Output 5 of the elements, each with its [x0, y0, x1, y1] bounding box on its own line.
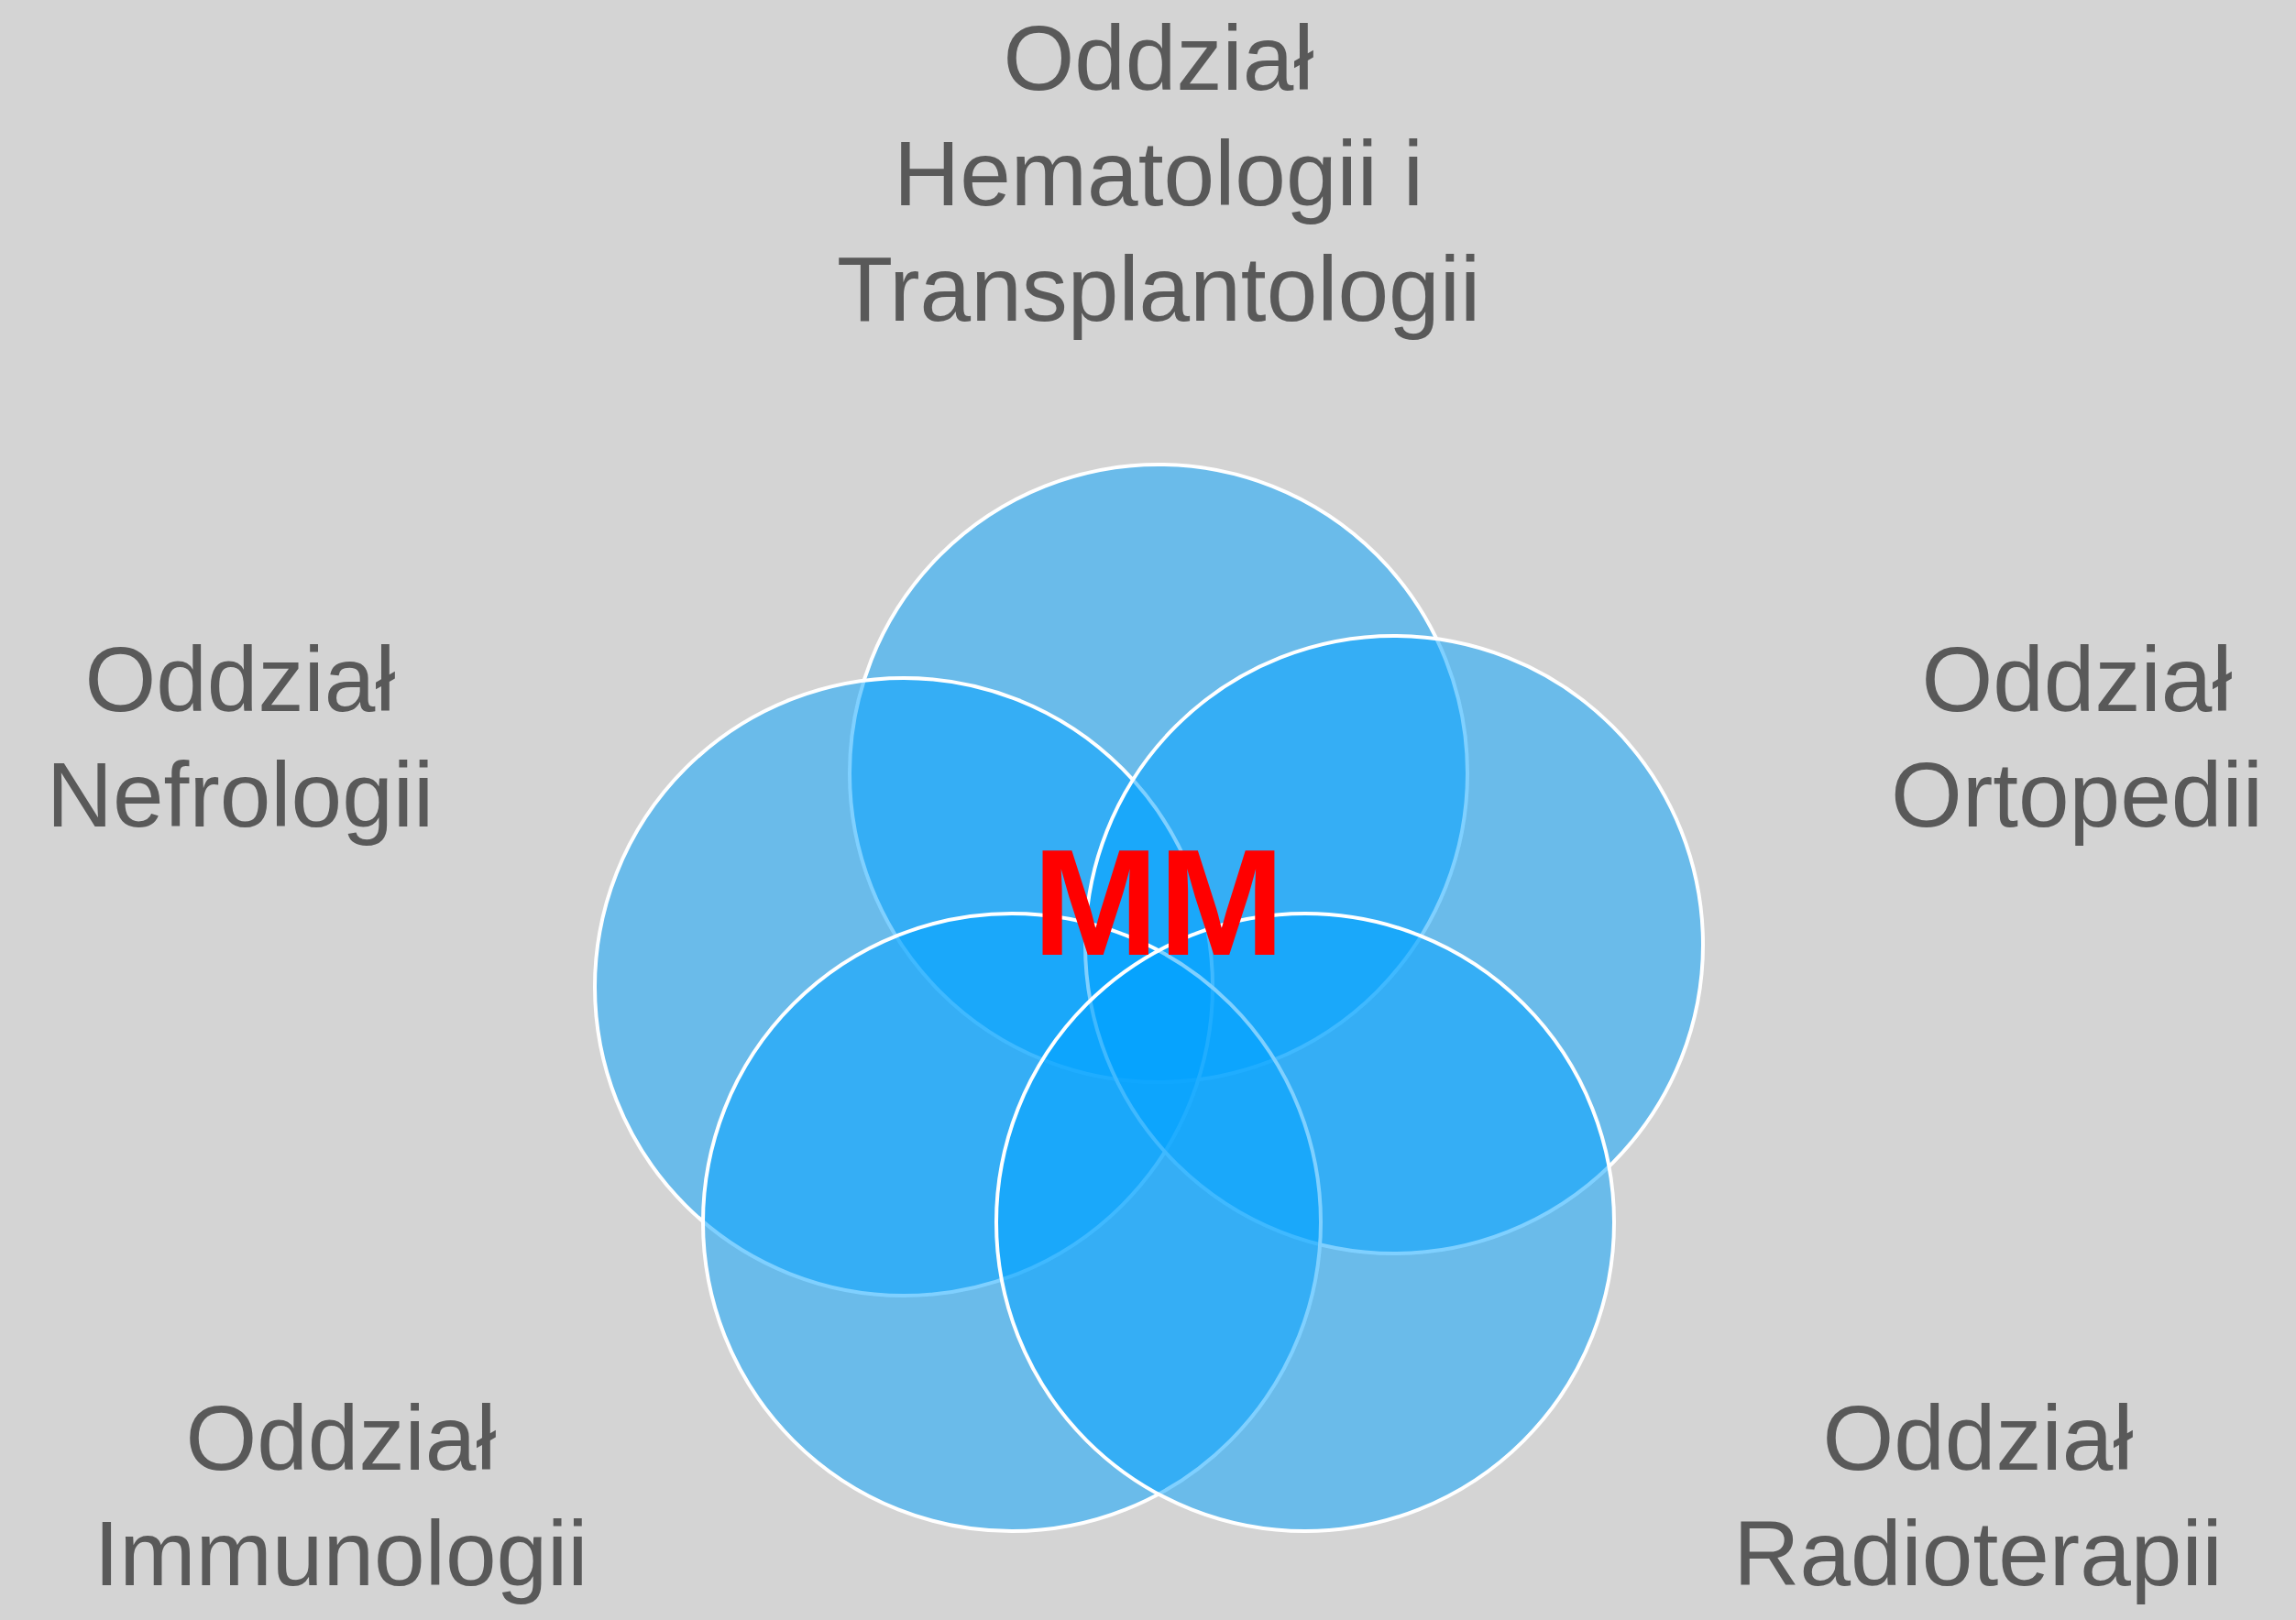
department-label: Oddział Immunologii: [93, 1385, 589, 1606]
department-label: Oddział Hematologii i Transplantologii: [835, 5, 1482, 342]
department-label: Oddział Radioterapii: [1732, 1385, 2224, 1606]
department-label: Oddział Ortopedii: [1890, 627, 2264, 848]
department-label: Oddział Nefrologii: [45, 627, 435, 848]
